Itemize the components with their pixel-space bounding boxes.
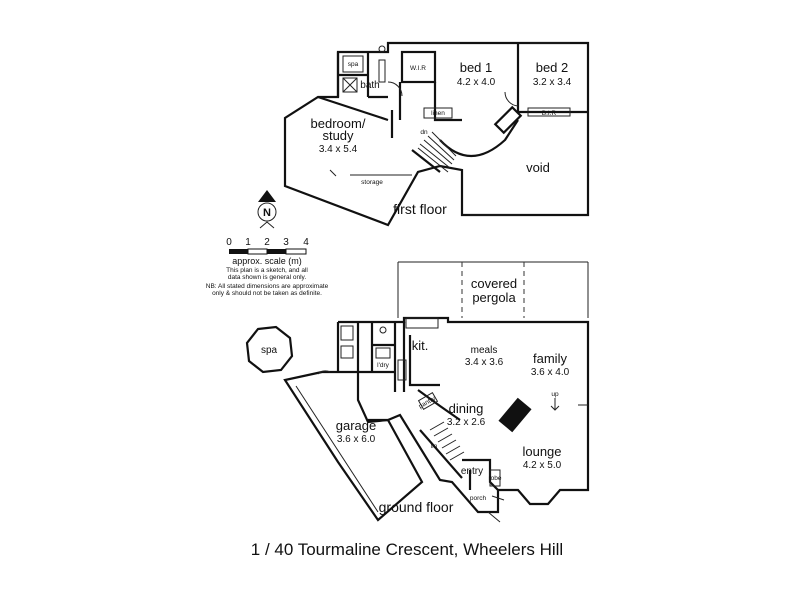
ground-floor-outer-wall — [338, 316, 590, 514]
bed2-label: bed 2 — [536, 60, 569, 75]
scale-label: approx. scale (m) — [232, 256, 302, 266]
robe-cupboard — [489, 469, 501, 487]
lower-stair — [419, 421, 465, 479]
nb-line-2: only & should not be taken as definite. — [212, 290, 322, 297]
vanity-upper — [378, 59, 386, 83]
wir-walls — [400, 50, 437, 84]
linen-cupboard — [423, 107, 453, 119]
dining-dims: 3.2 x 2.6 — [447, 417, 486, 428]
storage-line — [329, 169, 412, 177]
scale-tick-4: 4 — [303, 237, 309, 248]
pergola-label-2: pergola — [472, 290, 516, 305]
robe-label: robe — [488, 475, 501, 482]
fridge — [397, 359, 407, 381]
garage-dims: 3.6 x 6.0 — [337, 434, 376, 445]
bir-label: B.I.R — [542, 110, 557, 117]
pantry — [417, 391, 439, 411]
laundry-label: l'dry — [377, 362, 389, 369]
outdoor-spa-label: spa — [261, 345, 278, 356]
porch-label: porch — [470, 495, 487, 502]
first-floor-label: first floor — [393, 201, 447, 217]
bed2-dims: 3.2 x 3.4 — [533, 77, 572, 88]
lounge-label: lounge — [522, 444, 561, 459]
disclaimer-line-1: This plan is a sketch, and all — [226, 267, 308, 274]
shower-lower — [340, 325, 354, 341]
lower-linen-label: lin — [431, 443, 438, 450]
pergola-label-1: covered — [471, 276, 517, 291]
lounge-dims: 4.2 x 5.0 — [523, 460, 562, 471]
bed1-dims: 4.2 x 4.0 — [457, 77, 496, 88]
north-arrow — [257, 190, 277, 229]
shower-upper — [342, 77, 358, 93]
nb-line-1: NB: All stated dimensions are approximat… — [206, 283, 329, 290]
first-floor-plan — [283, 41, 590, 227]
up-label: up — [551, 391, 559, 398]
study-partition — [317, 95, 394, 138]
meals-dims: 3.4 x 3.6 — [465, 357, 504, 368]
family-label: family — [533, 351, 567, 366]
pergola — [397, 261, 589, 318]
address-title: 1 / 40 Tourmaline Crescent, Wheelers Hil… — [251, 540, 563, 559]
bed2-partition — [516, 43, 588, 114]
ground-floor-label: ground floor — [379, 499, 454, 515]
linen-label: linen — [431, 110, 445, 117]
upper-doors — [387, 81, 519, 107]
dn-label: dn — [420, 129, 428, 136]
bed1-label: bed 1 — [460, 60, 493, 75]
scale-tick-0: 0 — [226, 237, 232, 248]
toilet-upper — [378, 45, 386, 53]
fireplace — [498, 397, 532, 433]
bedroom-study-label-2: study — [322, 128, 354, 143]
upper-stair — [411, 131, 457, 173]
vanity-lower — [375, 347, 391, 359]
wir-label: W.I.R — [410, 65, 426, 72]
scale-tick-3: 3 — [283, 237, 289, 248]
laundry-walls — [336, 322, 397, 392]
north-label: N — [263, 207, 271, 219]
scale-tick-1: 1 — [245, 237, 251, 248]
storage-label: storage — [361, 179, 383, 186]
garage-walls — [283, 370, 424, 522]
bath-label: bath — [360, 80, 379, 91]
outdoor-spa — [245, 325, 294, 374]
bir-cupboard — [527, 107, 571, 117]
void-label: void — [526, 160, 550, 175]
kitchen-counters — [402, 322, 440, 392]
toilet-lower — [379, 326, 387, 334]
spa-upper-label: spa — [348, 61, 359, 68]
bedroom-study-label-1: bedroom/ — [311, 116, 366, 131]
ground-floor-plan — [283, 316, 590, 523]
dining-label: dining — [449, 401, 484, 416]
garage-label: garage — [336, 418, 376, 433]
bedroom-study-dims: 3.4 x 5.4 — [319, 144, 358, 155]
landing-balustrade — [439, 119, 519, 158]
family-dims: 3.6 x 4.0 — [531, 367, 570, 378]
scale-bar — [229, 248, 307, 255]
scale-tick-2: 2 — [264, 237, 270, 248]
void-post — [493, 105, 523, 135]
meals-label: meals — [471, 345, 498, 356]
bath-walls — [336, 52, 388, 99]
disclaimer-line-2: data shown is general only. — [228, 274, 306, 281]
entry-label: entry — [461, 466, 483, 477]
kitchen-sink — [405, 317, 439, 329]
laundry-tub — [340, 345, 354, 359]
dining-partition — [417, 389, 461, 421]
spa-tub-upper — [342, 55, 364, 73]
kitchen-label: kit. — [412, 338, 429, 353]
